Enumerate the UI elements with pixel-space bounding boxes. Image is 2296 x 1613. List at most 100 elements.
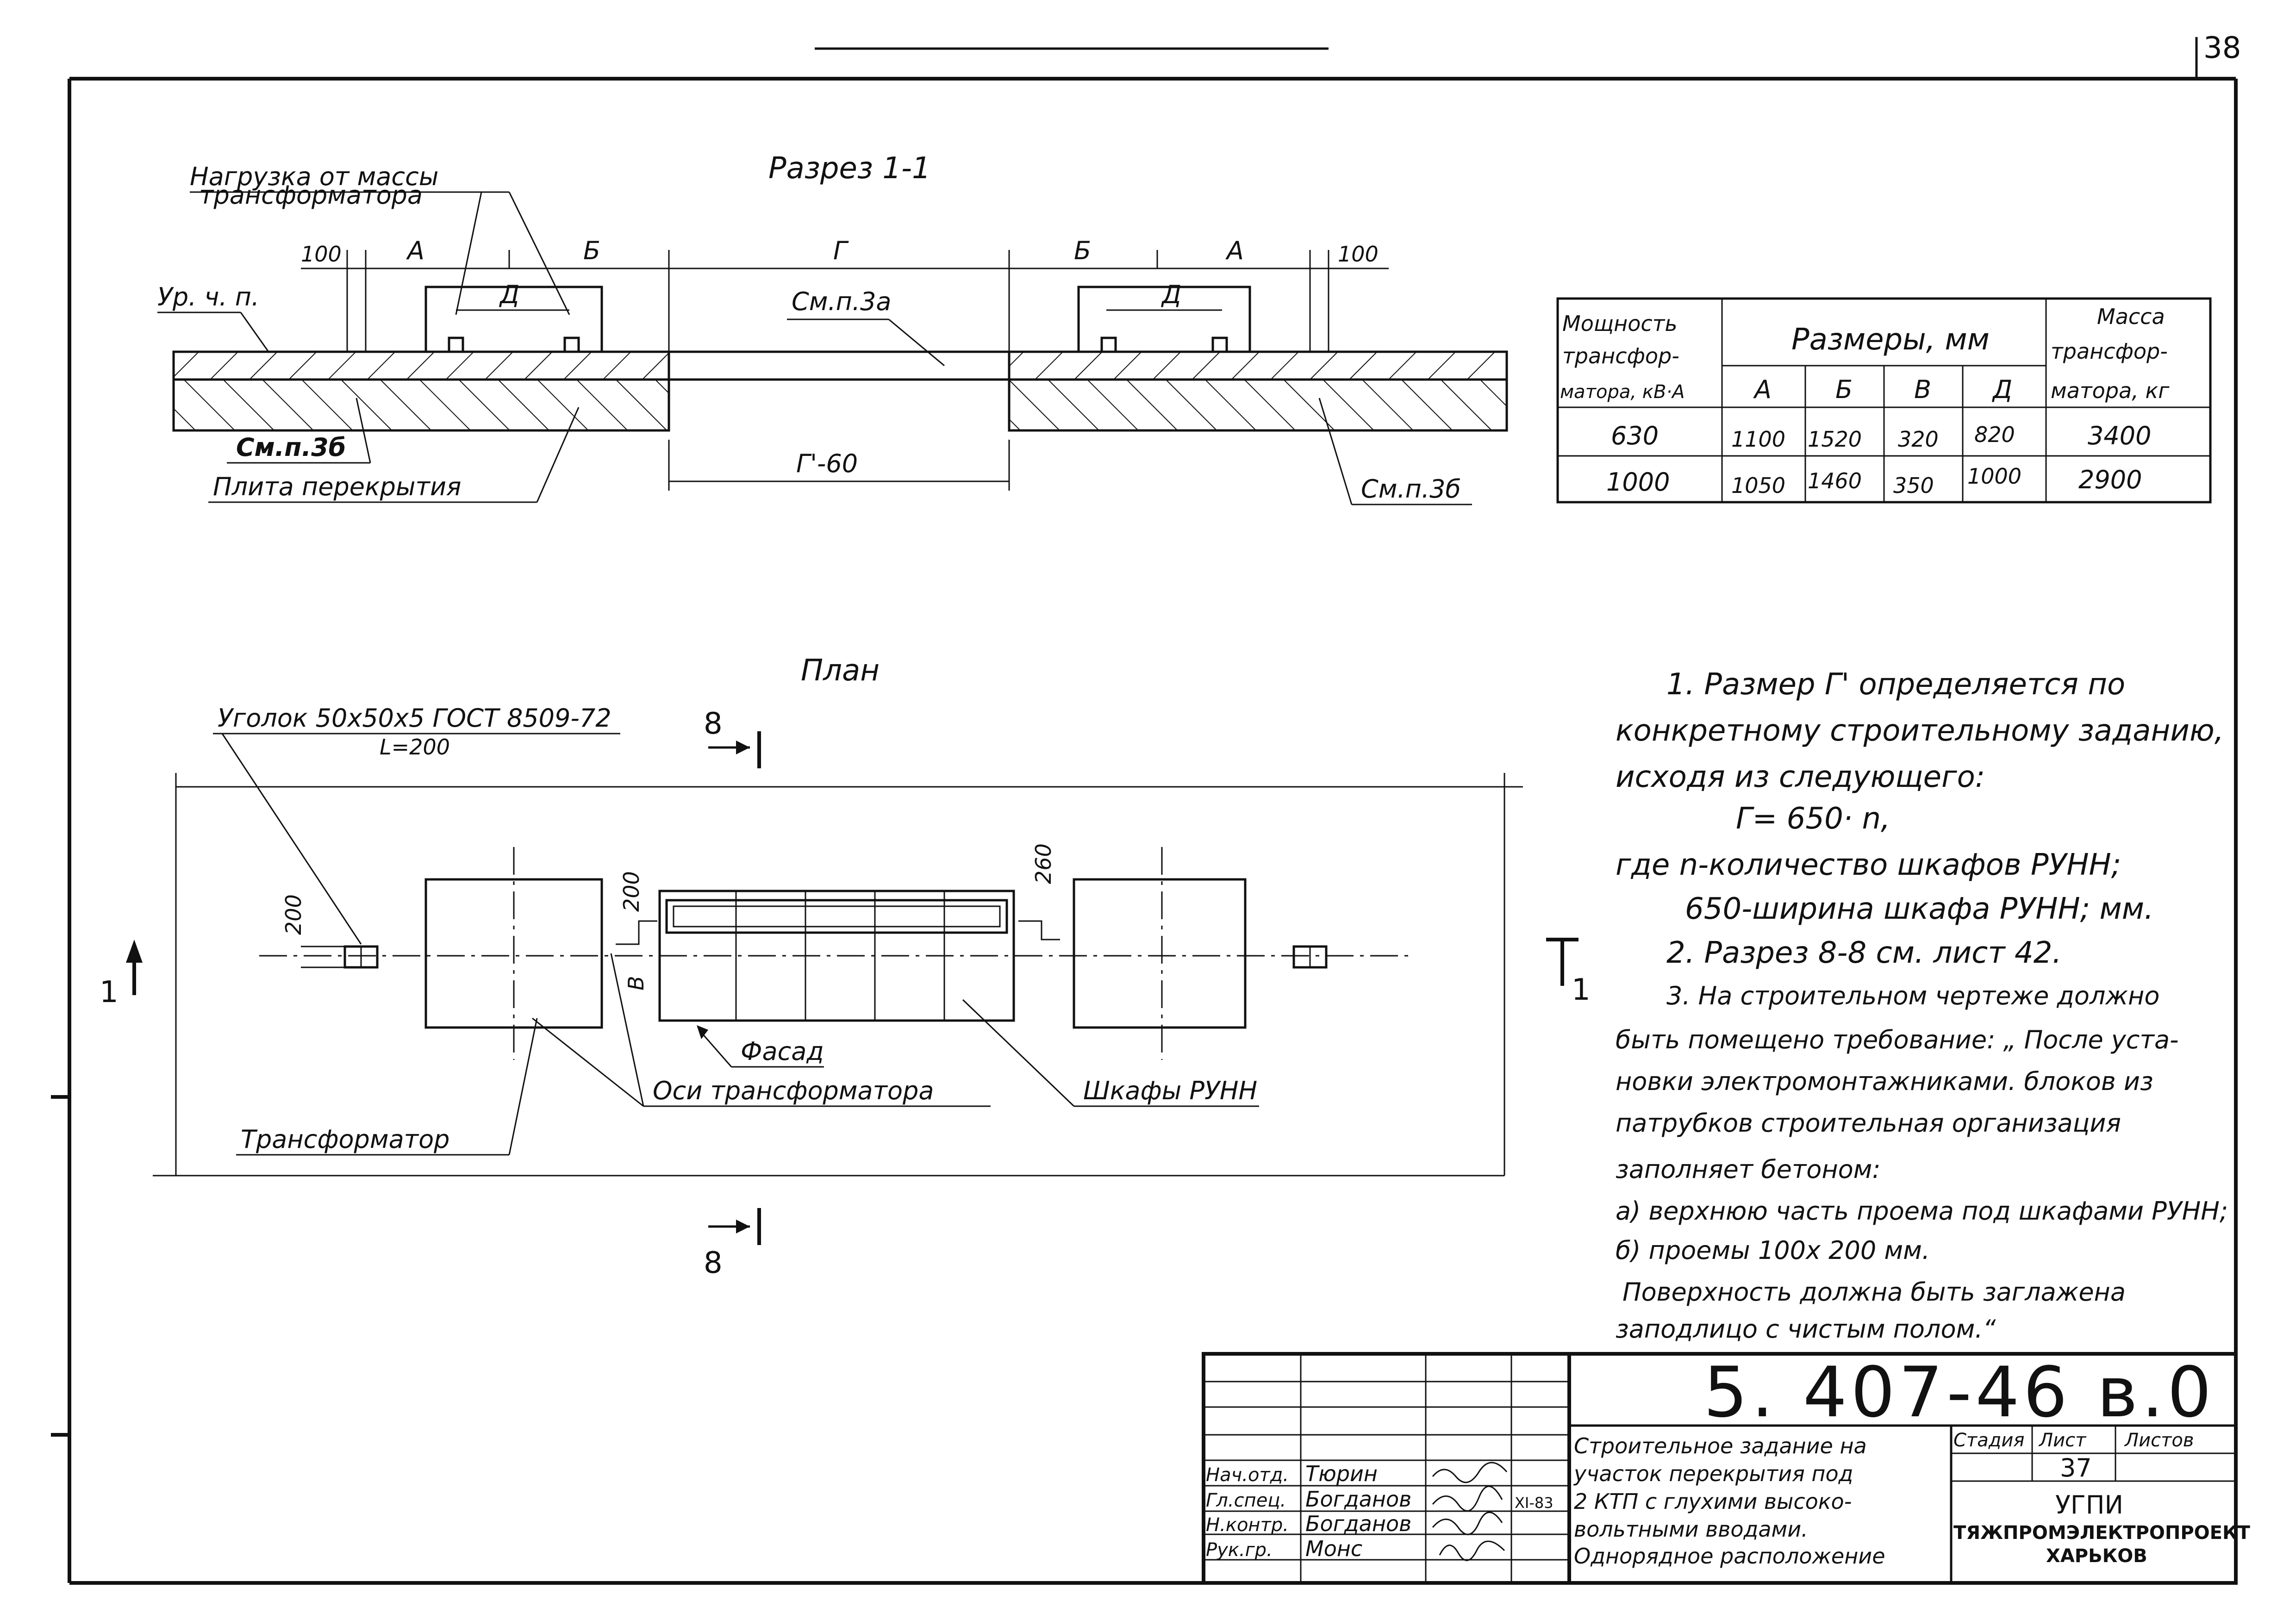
row1-power: 630 [1611, 421, 1659, 450]
dim-100-left: 100 [301, 242, 342, 267]
signer-name: Богданов [1305, 1511, 1411, 1536]
signer-role: Гл.спец. [1206, 1490, 1286, 1511]
note-line: Поверхность должна быть заглажена [1622, 1277, 2126, 1307]
row2-b: 1460 [1808, 468, 1862, 493]
note-line: 650-ширина шкафа РУНН; мм. [1685, 892, 2153, 926]
note-line: новки электромонтажниками. блоков из [1616, 1067, 2153, 1096]
slab-label: Плита перекрытия [213, 472, 462, 501]
note-line: где n-количество шкафов РУНН; [1616, 848, 2121, 882]
sheet-value: 37 [2060, 1453, 2092, 1482]
note-line: 3. На строительном чертеже должно [1666, 981, 2159, 1010]
floor-level: Ур. ч. п. [157, 282, 259, 311]
note-line: быть помещено требование: „ После уста- [1616, 1025, 2179, 1054]
row2-power: 1000 [1606, 467, 1670, 497]
th-power-2: трансфор- [1562, 343, 1679, 368]
dim-d-right: Д [1161, 280, 1181, 309]
page-number: 38 [2203, 31, 2241, 65]
signatures [1432, 1462, 1508, 1561]
dim-b-left: Б [583, 236, 600, 265]
cabinets-label: Шкафы РУНН [1083, 1076, 1257, 1105]
th-b: Б [1835, 375, 1853, 404]
row1-a: 1100 [1731, 427, 1785, 452]
load-label-2: трансформатора [199, 181, 423, 210]
th-mass-3: матора, кг [2051, 378, 2170, 403]
load-label: Нагрузка от массы [190, 162, 438, 191]
description-line: Однорядное расположение [1574, 1544, 1885, 1569]
section-8-top: 8 [704, 707, 723, 741]
dim-a-right: А [1225, 236, 1244, 265]
dim-100-right: 100 [1338, 242, 1379, 267]
section-1-1: Разрез 1-1 Нагрузка от массы трансформат… [157, 151, 1508, 505]
transformer-label: Трансформатор [241, 1125, 449, 1154]
description-line: вольтными вводами. [1574, 1517, 1808, 1542]
notes: 1. Размер Г' определяется по конкретному… [1616, 667, 2228, 1344]
description-line: участок перекрытия под [1573, 1461, 1853, 1486]
row2-v: 350 [1893, 473, 1934, 498]
dim-g: Г [833, 236, 849, 265]
section-1-right: 1 [1572, 973, 1591, 1007]
row2-a: 1050 [1731, 473, 1785, 498]
note-line: б) проемы 100х 200 мм. [1616, 1236, 1930, 1265]
th-mass-1: Масса [2097, 304, 2165, 329]
angle-label: Уголок 50х50х5 ГОСТ 8509-72 [218, 704, 611, 733]
th-power-1: Мощность [1562, 311, 1678, 336]
signer-role: Нач.отд. [1206, 1464, 1289, 1486]
dim-a-left: А [406, 236, 424, 265]
signer-role: Н.контр. [1206, 1514, 1289, 1536]
facade-label: Фасад [741, 1037, 824, 1066]
org-name: ХАРЬКОВ [2046, 1545, 2147, 1567]
row1-d: 820 [1974, 422, 2015, 447]
signer-name: Тюрин [1305, 1461, 1378, 1486]
signer-name: Монс [1305, 1536, 1362, 1561]
note-line: а) верхнюю часть проема под шкафами РУНН… [1616, 1196, 2228, 1226]
signer-role: Рук.гр. [1206, 1539, 1273, 1561]
transformer-table: Мощность трансфор- матора, кВ·А Размеры,… [1556, 297, 2212, 504]
org-name: УГПИ [2055, 1490, 2123, 1520]
see-3b-right: См.п.3б [1361, 474, 1461, 504]
dim-b-right: Б [1074, 236, 1091, 265]
dim-200-left: 200 [281, 894, 306, 935]
row2-d: 1000 [1967, 464, 2021, 489]
note-line: 2. Разрез 8-8 см. лист 42. [1666, 936, 2062, 970]
section-8-bottom: 8 [704, 1246, 723, 1280]
sign-date: XI-83 [1515, 1494, 1554, 1512]
section-1-left: 1 [100, 975, 119, 1009]
note-line: заподлицо с чистым полом.“ [1616, 1314, 1996, 1344]
plan-title: План [801, 654, 880, 688]
signer-name: Богданов [1305, 1487, 1411, 1512]
dim-v: В [624, 976, 649, 990]
sheet-label: Лист [2038, 1430, 2087, 1451]
note-line: патрубков строительная организация [1616, 1109, 2121, 1138]
row1-b: 1520 [1808, 427, 1862, 452]
stage-label: Стадия [1953, 1430, 2024, 1451]
th-v: В [1914, 375, 1931, 404]
sheets-label: Листов [2124, 1430, 2194, 1451]
row2-mass: 2900 [2078, 465, 2142, 494]
dim-200-mid: 200 [619, 871, 644, 912]
dim-g60: Г'-60 [796, 449, 858, 478]
note-line: 1. Размер Г' определяется по [1666, 667, 2125, 702]
see-3a: См.п.3а [792, 287, 892, 316]
axes-label: Оси трансформатора [653, 1076, 934, 1105]
angle-length: L=200 [380, 735, 450, 760]
th-a: А [1753, 375, 1772, 404]
drawing-code: 5. 407-46 в.0 [1703, 1352, 2215, 1433]
note-line: заполняет бетоном: [1616, 1155, 1881, 1184]
note-line: исходя из следующего: [1616, 760, 1985, 794]
org-name: ТЯЖПРОМЭЛЕКТРОПРОЕКТ [1953, 1522, 2251, 1544]
description-line: 2 КТП с глухими высоко- [1574, 1489, 1852, 1514]
description-line: Строительное задание на [1574, 1433, 1867, 1458]
th-power-3: матора, кВ·А [1560, 381, 1685, 403]
note-line: Г= 650· n, [1736, 802, 1890, 836]
plan-view: План Уголок 50х50х5 ГОСТ 8509-72 L=200 8 [100, 654, 1591, 1280]
see-3b-left: См.п.3б [236, 433, 346, 462]
note-line: конкретному строительному заданию, [1616, 714, 2224, 748]
row1-v: 320 [1898, 427, 1939, 452]
th-sizes: Размеры, мм [1791, 323, 1990, 357]
dim-260: 260 [1031, 843, 1056, 884]
title-block: Нач.отд. Тюрин Гл.спец. Богданов Н.контр… [1202, 1352, 2251, 1585]
th-mass-2: трансфор- [2051, 339, 2168, 364]
row1-mass: 3400 [2088, 421, 2151, 450]
section-title: Разрез 1-1 [768, 151, 931, 186]
